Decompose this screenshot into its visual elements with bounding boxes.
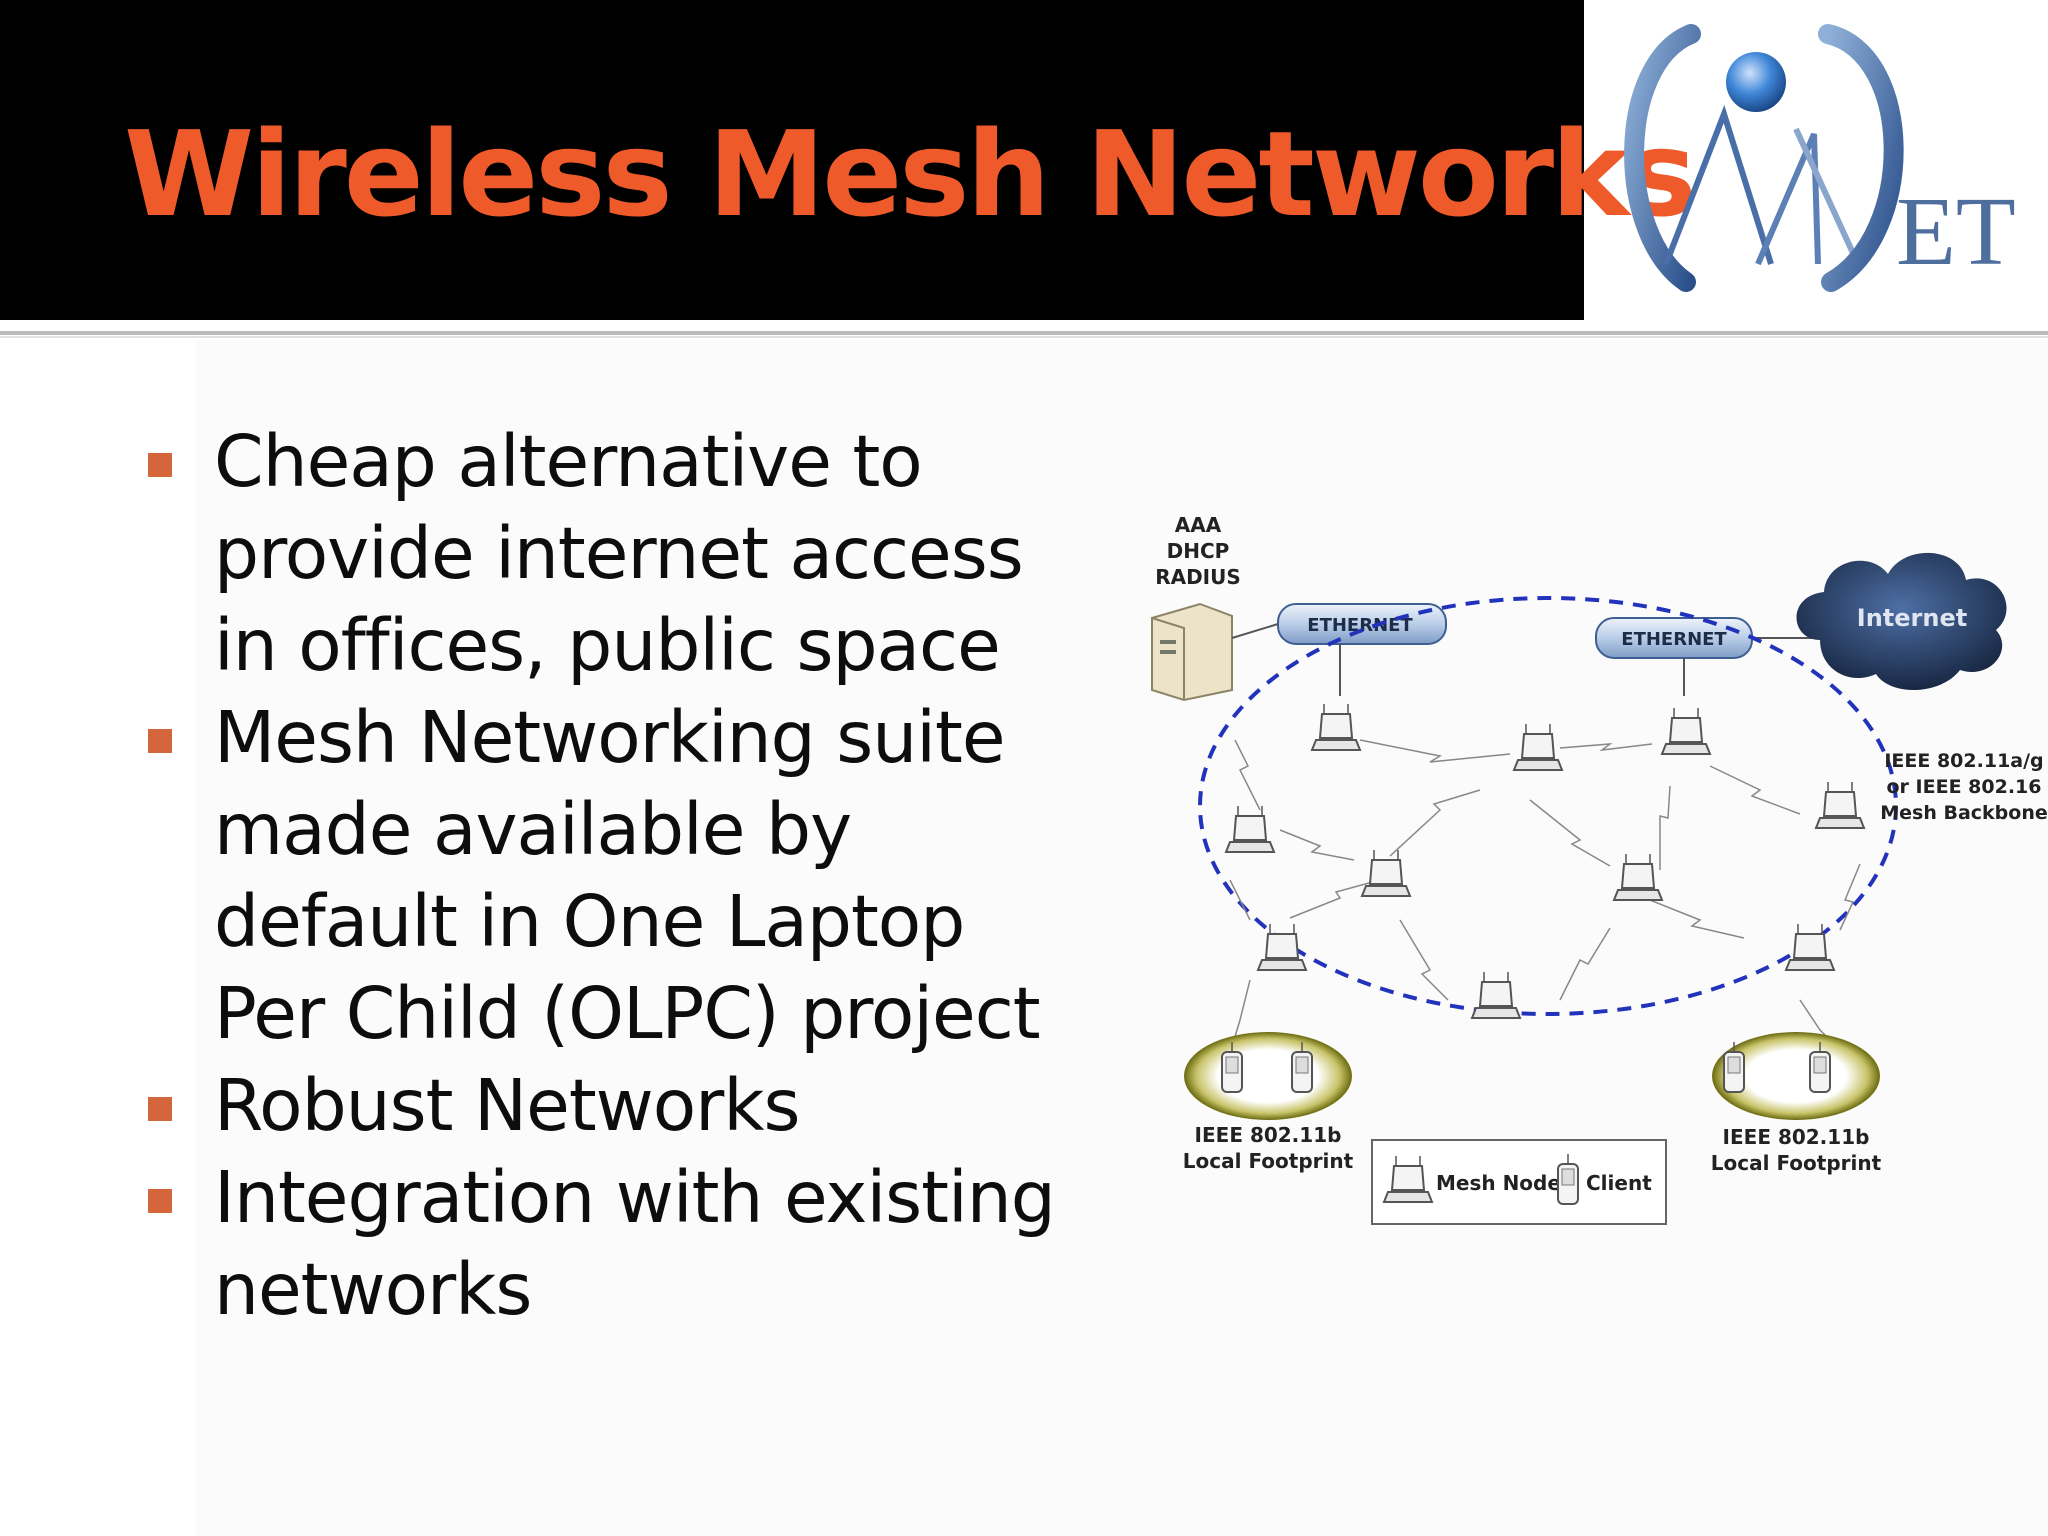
- bullet-text: Mesh Networking suite made available by …: [214, 696, 1041, 1055]
- svg-text:Mesh Backbone: Mesh Backbone: [1880, 802, 2048, 824]
- square-bullet-icon: [148, 453, 172, 477]
- mesh-node: [1311, 703, 1361, 751]
- cloud-icon: Internet: [1796, 552, 2007, 691]
- content-area: [196, 340, 2048, 1536]
- divider-line: [0, 331, 2048, 335]
- divider-line-shadow: [0, 336, 2048, 338]
- bullet-text: Robust Networks: [214, 1064, 800, 1147]
- svg-text:Local Footprint: Local Footprint: [1183, 1149, 1354, 1173]
- mesh-node: [1257, 923, 1307, 971]
- mesh-node: [1513, 723, 1563, 771]
- svg-text:Local Footprint: Local Footprint: [1711, 1151, 1882, 1175]
- logo-ball-icon: [1726, 52, 1786, 112]
- bullet-text: Integration with existing networks: [214, 1156, 1056, 1331]
- svg-text:IEEE 802.11a/g: IEEE 802.11a/g: [1884, 750, 2043, 772]
- mesh-node: [1225, 805, 1275, 853]
- svg-text:ETHERNET: ETHERNET: [1307, 615, 1413, 636]
- svg-text:DHCP: DHCP: [1167, 539, 1230, 563]
- mesh-node: [1471, 971, 1521, 1019]
- slide-title: Wireless Mesh Networks: [124, 105, 1697, 243]
- mesh-node: [1815, 781, 1865, 829]
- bullet-item: Mesh Networking suite made available by …: [148, 692, 1088, 1060]
- footprint-left: IEEE 802.11b Local Footprint: [1183, 1032, 1354, 1173]
- mesh-network-diagram: AAA DHCP RADIUS ETHERNET ETHERNET Intern…: [1151, 513, 2048, 1225]
- bullet-text: Cheap alternative to provide internet ac…: [214, 420, 1024, 687]
- bullet-list: Cheap alternative to provide internet ac…: [148, 416, 1088, 1336]
- diagram-legend: Mesh Node Client: [1371, 1139, 1667, 1225]
- bullet-item: Robust Networks: [148, 1060, 1088, 1152]
- mesh-node: [1361, 849, 1411, 897]
- svg-text:Internet: Internet: [1857, 604, 1967, 632]
- svg-text:Mesh Node: Mesh Node: [1436, 1171, 1561, 1195]
- cwinet-logo: ET: [1624, 24, 2016, 292]
- svg-text:ET: ET: [1896, 178, 2016, 286]
- svg-text:Client: Client: [1586, 1171, 1652, 1195]
- bullet-item: Integration with existing networks: [148, 1152, 1088, 1336]
- footprint-right: IEEE 802.11b Local Footprint: [1711, 1032, 1882, 1175]
- server-icon: [1151, 602, 1233, 702]
- svg-text:AAA: AAA: [1175, 513, 1222, 537]
- svg-text:RADIUS: RADIUS: [1155, 565, 1241, 589]
- square-bullet-icon: [148, 1189, 172, 1213]
- square-bullet-icon: [148, 729, 172, 753]
- svg-text:IEEE 802.11b: IEEE 802.11b: [1195, 1123, 1342, 1147]
- mesh-node: [1661, 707, 1711, 755]
- title-bar: [0, 0, 1584, 320]
- svg-text:ETHERNET: ETHERNET: [1621, 629, 1727, 650]
- square-bullet-icon: [148, 1097, 172, 1121]
- ethernet-left: ETHERNET: [1277, 603, 1447, 645]
- mesh-node: [1613, 853, 1663, 901]
- svg-text:or IEEE 802.16: or IEEE 802.16: [1887, 776, 2042, 798]
- bullet-item: Cheap alternative to provide internet ac…: [148, 416, 1088, 692]
- ethernet-right: ETHERNET: [1595, 617, 1753, 659]
- svg-text:IEEE 802.11b: IEEE 802.11b: [1723, 1125, 1870, 1149]
